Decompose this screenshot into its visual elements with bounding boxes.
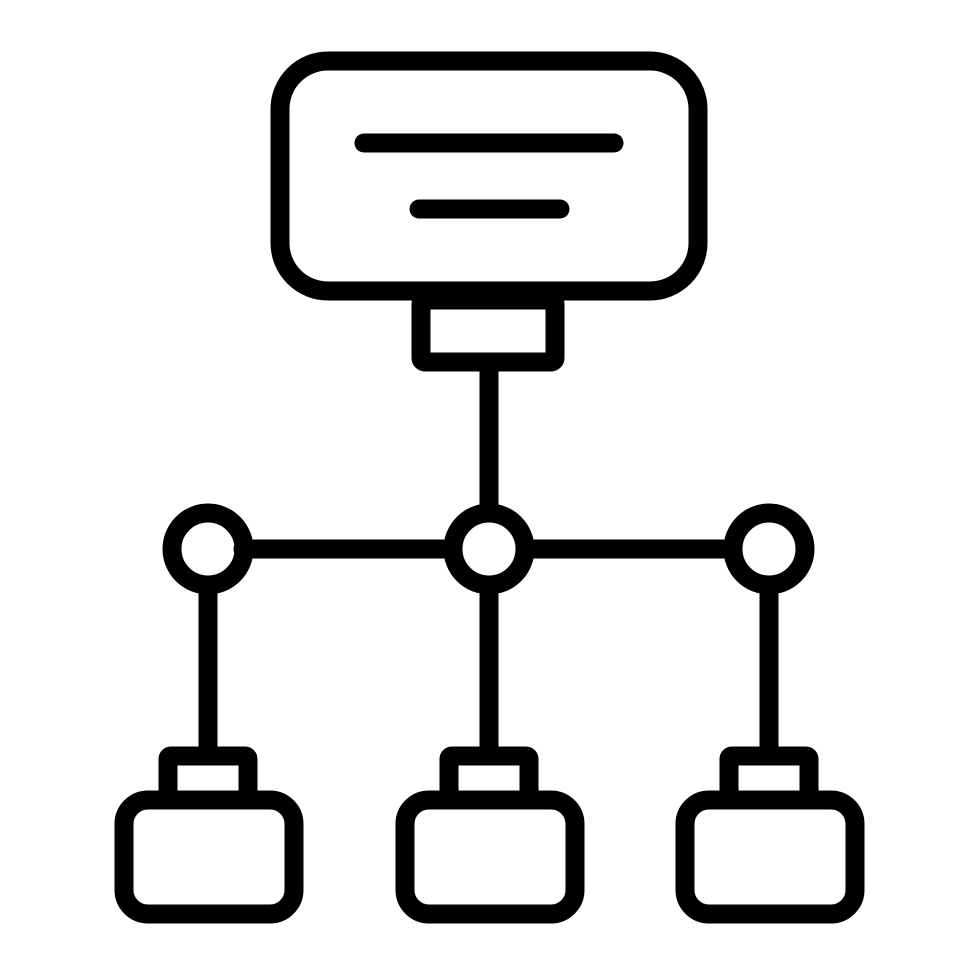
hub-right (723, 503, 815, 595)
child-center-box (395, 790, 585, 924)
child-right-box (675, 790, 865, 924)
hub-center (443, 503, 535, 595)
hub-left (162, 503, 254, 595)
child-left-box (114, 790, 304, 924)
top-node-box (270, 51, 708, 301)
